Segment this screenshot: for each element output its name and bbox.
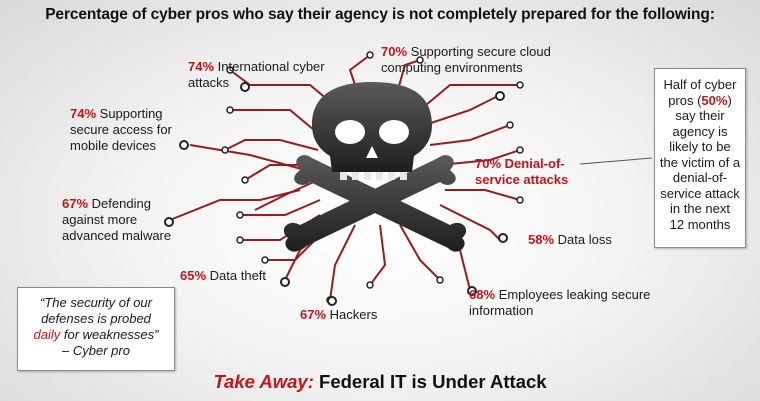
label-text: mobile devices <box>70 138 156 153</box>
label-hackers: 67% Hackers <box>300 307 377 323</box>
callout-pct: 50% <box>701 92 728 108</box>
callout-line: say their <box>675 108 725 123</box>
label-text: Data loss <box>557 232 612 247</box>
denial-pointer-line <box>579 157 653 165</box>
label-text: secure access for <box>70 122 172 137</box>
label-text: service attacks <box>475 172 569 187</box>
label-text: Data theft <box>209 268 267 283</box>
quote-attribution: – Cyber pro <box>62 343 130 358</box>
quote-line: defenses is probed <box>41 311 151 326</box>
callout-line: agency is <box>672 123 728 139</box>
label-employees-leaking: 68% Employees leaking secure information <box>469 287 650 319</box>
label-text: Employees leaking secure <box>498 287 651 302</box>
label-pct: 74% <box>70 106 97 121</box>
label-text: Denial-of- <box>504 156 565 171</box>
label-pointer-dots <box>164 82 508 306</box>
quote-line: for weaknesses” <box>60 327 159 342</box>
callout-line: in the next <box>670 201 730 216</box>
skull <box>312 82 432 180</box>
label-pct: 58% <box>528 232 555 247</box>
label-pct: 65% <box>180 268 207 283</box>
bones <box>283 155 467 252</box>
callout-line: likely to be <box>669 139 731 154</box>
label-text: Supporting <box>99 106 163 121</box>
callout-line: the victim of a <box>659 154 741 170</box>
cyber-pro-quote: “The security of our defenses is probed … <box>17 287 175 371</box>
label-secure-cloud: 70% Supporting secure cloud computing en… <box>381 44 551 76</box>
label-pct: 68% <box>469 287 496 302</box>
label-pct: 67% <box>300 307 327 322</box>
label-international-cyber-attacks: 74% International cyber attacks <box>188 59 325 91</box>
callout-line: denial-of- <box>672 170 728 185</box>
label-text: attacks <box>188 75 230 90</box>
label-pct: 74% <box>188 59 215 74</box>
label-denial-of-service: 70% Denial-of- service attacks <box>475 156 568 188</box>
label-text: computing environments <box>381 60 523 75</box>
callout-line: pros ( <box>668 92 702 108</box>
label-data-theft: 65% Data theft <box>180 268 266 284</box>
callout-line: Half of cyber <box>663 77 737 92</box>
label-pct: 70% <box>381 44 408 59</box>
label-text: advanced malware <box>62 228 172 243</box>
label-advanced-malware: 67% Defending against more advanced malw… <box>62 196 171 244</box>
label-text: International cyber <box>217 59 325 74</box>
takeaway-label: Take Away: <box>213 371 314 392</box>
denial-of-service-callout: Half of cyber pros (50%) say their agenc… <box>654 68 746 248</box>
label-pct: 70% <box>475 156 502 171</box>
takeaway-text: Federal IT is Under Attack <box>319 371 547 392</box>
takeaway-banner: Take Away: Federal IT is Under Attack <box>0 371 760 393</box>
callout-line: ) <box>727 92 732 108</box>
label-text: Supporting secure cloud <box>410 44 551 59</box>
label-text: Defending <box>91 196 151 211</box>
label-text: Hackers <box>329 307 378 322</box>
quote-emphasis: daily <box>33 327 61 342</box>
label-pct: 67% <box>62 196 89 211</box>
quote-line: “The security of our <box>40 295 152 310</box>
label-data-loss: 58% Data loss <box>528 232 612 248</box>
page-title: Percentage of cyber pros who say their a… <box>45 6 715 23</box>
label-text: information <box>469 303 534 318</box>
callout-line: 12 months <box>669 216 731 232</box>
label-text: against more <box>62 212 138 227</box>
label-mobile-access: 74% Supporting secure access for mobile … <box>70 106 172 154</box>
callout-line: service attack <box>660 185 740 201</box>
